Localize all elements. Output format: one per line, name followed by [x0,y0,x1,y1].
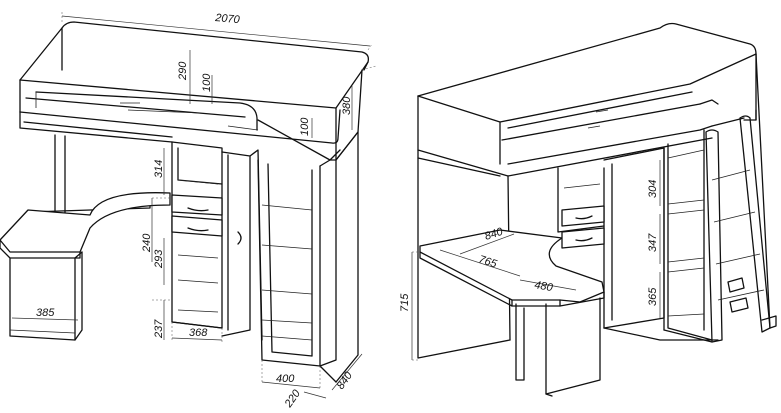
right-cabinet [557,167,605,329]
dim-left-314: 314 [153,160,165,178]
dim-right-347: 347 [647,233,659,252]
dim-right-840: 840 [483,225,505,242]
dim-left-385: 385 [36,307,55,319]
dim-left-293: 293 [153,249,165,269]
dim-left-100-guard: 100 [201,73,213,92]
left-bed-view: 2070 290 100 100 380 314 240 293 [0,12,377,411]
dim-left-290: 290 [177,61,189,81]
dim-left-840: 840 [335,369,356,392]
dim-right-480: 480 [533,279,554,294]
left-cabinet [171,141,223,329]
right-bed-view: 840 765 480 715 304 347 365 [399,22,777,397]
dim-left-240: 240 [141,233,153,253]
dim-right-715: 715 [399,293,411,312]
dim-right-765: 765 [477,253,499,270]
right-shelves [667,129,713,341]
dim-left-400: 400 [276,373,295,385]
left-desk [0,134,171,341]
dim-right-304: 304 [647,180,659,198]
dim-left-100-side: 100 [299,117,311,136]
right-bed-frame [417,22,757,177]
dim-left-2070: 2070 [214,12,241,26]
right-ladder [705,53,777,343]
left-ladder [257,159,337,367]
left-wardrobe-door [221,149,263,341]
right-wardrobe [603,147,719,343]
right-dimensions: 840 765 480 715 304 347 365 [399,160,661,361]
dim-left-220: 220 [282,387,303,410]
left-dimensions: 2070 290 100 100 380 314 240 293 [11,12,377,411]
dim-right-365: 365 [647,287,659,306]
dim-left-368: 368 [189,327,208,339]
dim-left-380: 380 [341,96,353,115]
dim-left-237: 237 [153,319,165,339]
left-side-panel [319,131,359,383]
right-desk [419,229,605,397]
left-bed-frame [19,21,370,161]
